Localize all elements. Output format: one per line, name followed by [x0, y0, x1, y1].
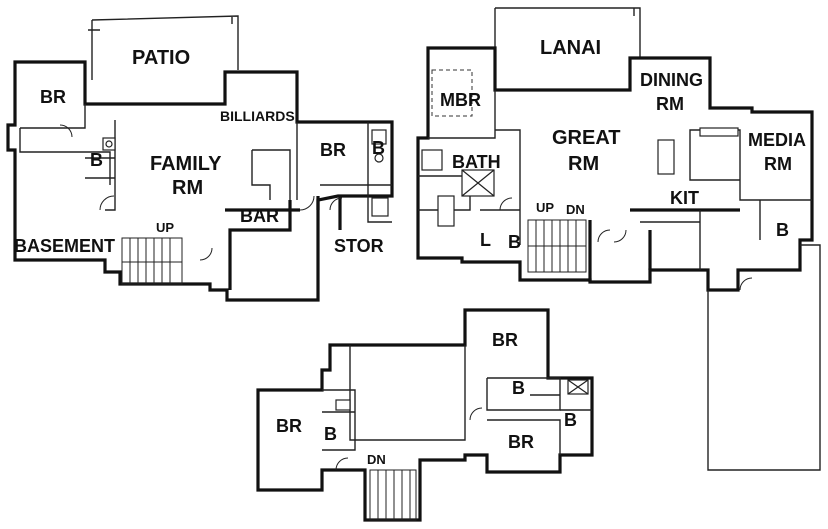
label-br-upper-right: BR [508, 432, 534, 452]
label-lanai: LANAI [540, 37, 601, 59]
label-up-lower: UP [156, 220, 174, 235]
label-basement: BASEMENT [14, 236, 115, 256]
label-dining-1: DINING [640, 70, 703, 90]
label-mbr: MBR [440, 90, 481, 110]
label-family-rm-1: FAMILY [150, 153, 222, 175]
label-great-rm-1: GREAT [552, 127, 621, 149]
lower-level-plan [6, 15, 394, 302]
label-family-rm-2: RM [172, 177, 203, 199]
label-dn-main: DN [566, 202, 585, 217]
label-billiards: BILLIARDS [220, 108, 295, 124]
label-b-upper-right: B [564, 410, 577, 430]
label-br-upper-left: BR [276, 416, 302, 436]
label-b-upper-center: B [512, 378, 525, 398]
label-dn-upper: DN [367, 452, 386, 467]
label-stor: STOR [334, 236, 384, 256]
main-level-plan [416, 7, 821, 471]
label-br-upper-top: BR [492, 330, 518, 350]
label-bar: BAR [240, 206, 279, 226]
label-br-lower-left: BR [40, 87, 66, 107]
label-media-1: MEDIA [748, 130, 806, 150]
label-great-rm-2: RM [568, 153, 599, 175]
label-b-lower-left: B [90, 150, 103, 170]
label-l-main: L [480, 230, 491, 250]
label-kit: KIT [670, 188, 699, 208]
upper-level-plan [256, 308, 594, 522]
label-b-lower-right: B [372, 138, 385, 158]
label-b-upper-left: B [324, 424, 337, 444]
label-bath: BATH [452, 152, 501, 172]
label-br-lower-right: BR [320, 140, 346, 160]
label-b-main-right: B [776, 220, 789, 240]
label-media-2: RM [764, 154, 792, 174]
label-up-main: UP [536, 200, 554, 215]
label-patio: PATIO [132, 47, 190, 69]
label-b-main: B [508, 232, 521, 252]
label-dining-2: RM [656, 94, 684, 114]
room-labels: PATIO BR BILLIARDS FAMILY RM BR B B BASE… [14, 37, 806, 467]
